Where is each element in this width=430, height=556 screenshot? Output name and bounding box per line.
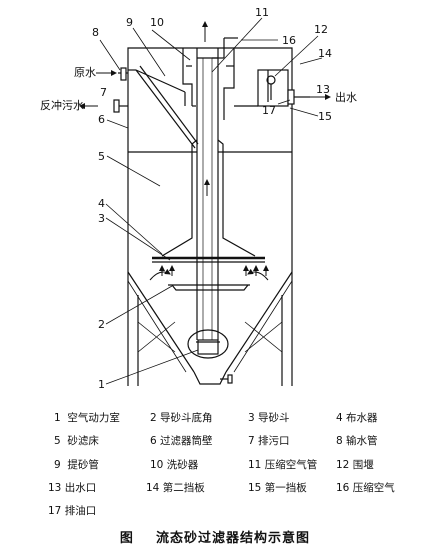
figure-caption: 图 流态砂过滤器结构示意图: [0, 527, 430, 546]
support-legs: [137, 295, 283, 386]
callout-13: 13: [316, 83, 330, 96]
callout-6: 6: [98, 113, 105, 126]
callout-7: 7: [100, 86, 107, 99]
callout-2: 2: [98, 318, 105, 331]
callout-17: 17: [262, 104, 276, 117]
flow-arrows: [79, 21, 331, 281]
sand-washer: [182, 48, 235, 120]
weir-box: [234, 69, 289, 107]
callout-5: 5: [98, 150, 105, 163]
backwash-label: 反冲污水: [40, 98, 84, 112]
caption-title: 流态砂过滤器结构示意图: [156, 531, 311, 546]
feed-pipe: [118, 65, 199, 149]
callout-numbers: 8 9 10 11 12 16 14 13 17 15 7 6 5 4 3 2 …: [92, 6, 332, 391]
air-chamber: [187, 329, 229, 359]
lower-cone: [168, 284, 250, 291]
caption-prefix: 图: [119, 531, 134, 546]
callout-8: 8: [92, 26, 99, 39]
water-distributor: [152, 256, 265, 263]
callout-3: 3: [98, 212, 105, 225]
callout-10: 10: [150, 16, 164, 29]
outlet-pipe: [287, 89, 310, 105]
guide-funnel: [161, 139, 256, 257]
raw-water-label: 原水: [74, 66, 96, 79]
callout-11: 11: [255, 6, 269, 19]
callout-1: 1: [98, 378, 105, 391]
callout-14: 14: [318, 47, 332, 60]
callout-16: 16: [282, 34, 296, 47]
callout-4: 4: [98, 197, 105, 210]
leader-lines: [99, 17, 323, 385]
outlet-label: 出水: [335, 90, 357, 104]
bottom-outlet: [193, 371, 233, 385]
flow-label-group: 原水 反冲污水 出水: [40, 66, 357, 112]
central-tube: [196, 37, 238, 340]
backwash-outlet: [113, 99, 128, 113]
callout-12: 12: [314, 23, 328, 36]
callout-15: 15: [318, 110, 332, 123]
sand-lift-pipe: [135, 69, 186, 106]
callout-9: 9: [126, 16, 133, 29]
